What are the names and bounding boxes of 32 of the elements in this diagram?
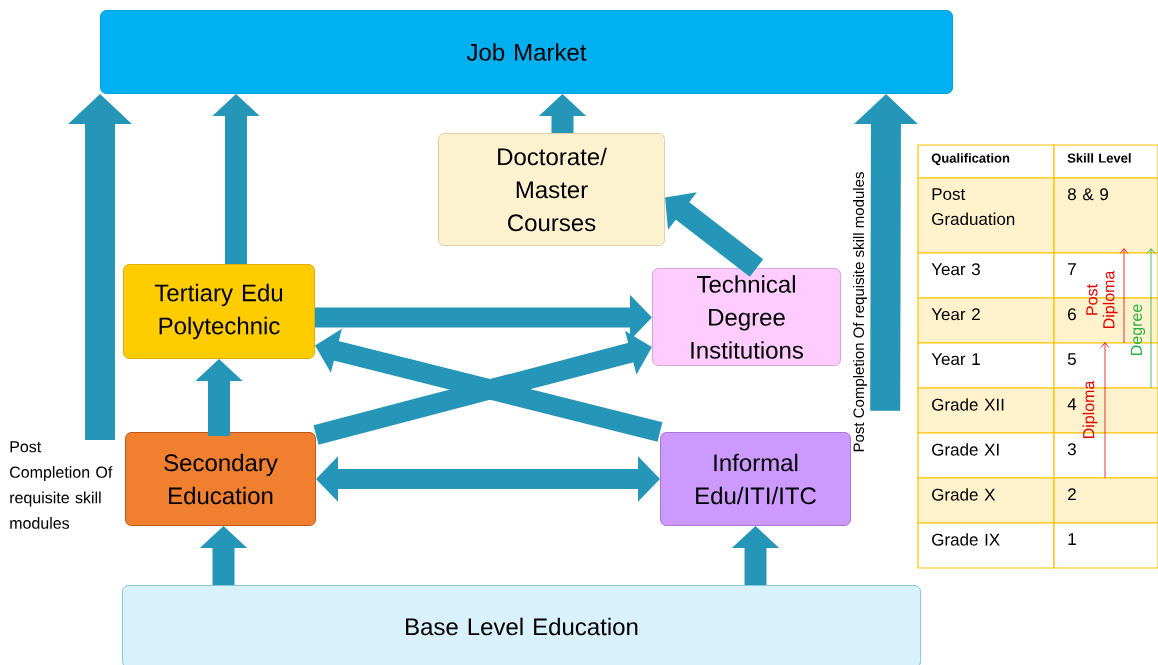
education-box	[660, 432, 851, 526]
note-text: Post Completion Of requisite skill modules	[10, 441, 113, 529]
table-cell: Grade XII	[917, 387, 1055, 434]
table-cell: Year 2	[917, 297, 1055, 344]
node-label: Technical Degree Institutions	[691, 275, 803, 359]
note-text: Post Completion Of requisite skill modules	[853, 172, 867, 452]
education-box	[125, 432, 316, 526]
table-cell: Grade X	[917, 477, 1055, 524]
table-cell: Year 1	[917, 342, 1055, 389]
node-label: Tertiary Edu Polytechnic	[154, 283, 283, 340]
node-label: Doctorate/ Master Courses	[498, 147, 607, 232]
node-label: Secondary Education	[164, 453, 278, 505]
base-box	[122, 585, 921, 665]
node-label: Informal Edu/ITI/ITC	[696, 453, 816, 505]
education-box	[123, 264, 315, 359]
table-cell: Skill Level	[1053, 144, 1158, 179]
table-cell: Grade XI	[917, 432, 1055, 479]
table-cell: Qualification	[917, 144, 1055, 179]
job-market-box	[100, 10, 953, 94]
table-cell: Grade IX	[917, 522, 1055, 569]
table-cell: Year 3	[917, 252, 1055, 299]
table-cell: 2	[1053, 477, 1158, 524]
range-label: Post Diploma	[1086, 270, 1118, 328]
node-label: Job Market	[466, 43, 587, 61]
node-label: Base Level Education	[406, 617, 638, 636]
table-cell: 1	[1053, 522, 1158, 569]
education-box	[652, 268, 841, 366]
range-label: Diploma	[1082, 380, 1098, 438]
table-cell: Post Graduation	[917, 177, 1055, 254]
course-box	[438, 133, 665, 246]
table-cell: 8 & 9	[1053, 177, 1158, 254]
range-label: Degree	[1130, 304, 1146, 355]
